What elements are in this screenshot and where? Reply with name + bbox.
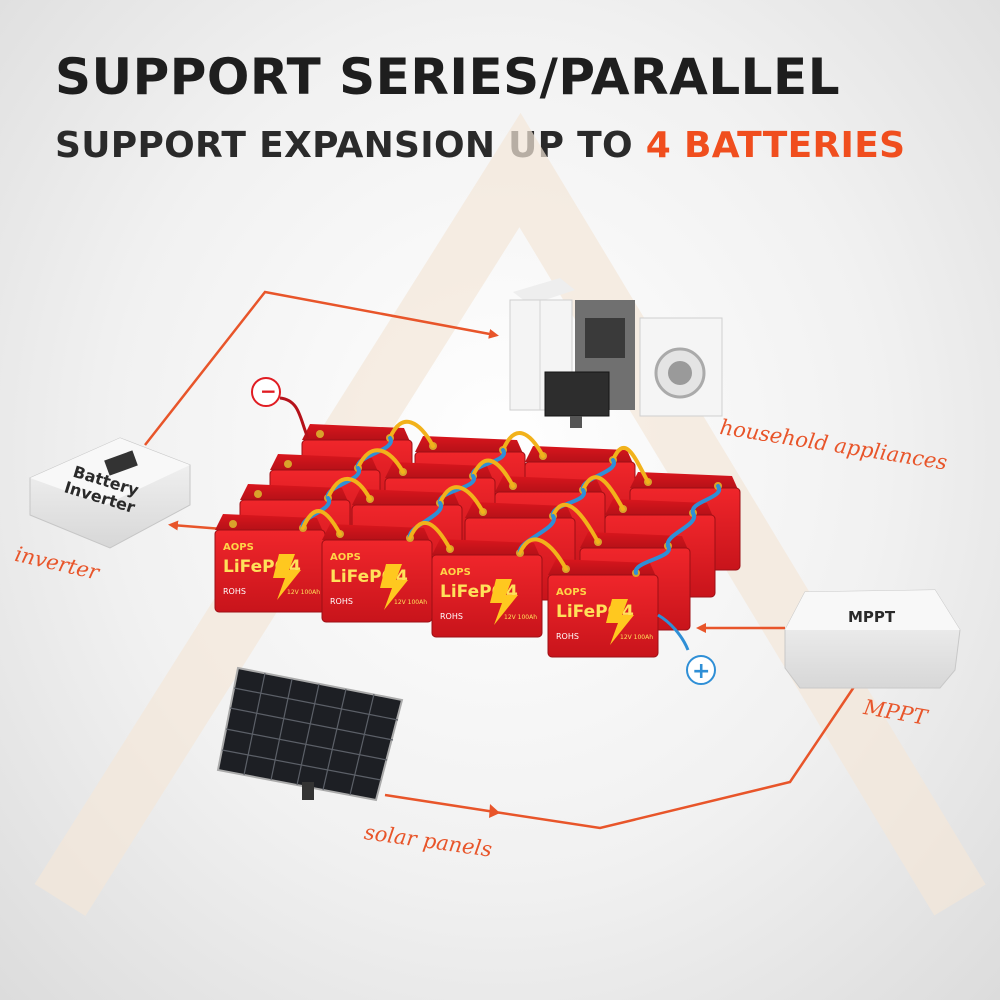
flow-solar-to-mppt	[384, 793, 496, 814]
battery-cert: ROHS	[330, 597, 353, 606]
battery-body	[431, 554, 543, 638]
series-wire	[611, 445, 650, 484]
page-title: SUPPORT SERIES/PARALLEL	[55, 48, 841, 106]
battery-brand: AOPS	[556, 587, 587, 598]
battery-rating: 12V 100Ah	[287, 589, 320, 596]
battery-cert: ROHS	[223, 587, 246, 596]
lightning-icon	[490, 579, 518, 625]
series-wire	[501, 431, 545, 458]
series-wire	[581, 475, 625, 511]
battery-inverter-icon: Battery Inverter	[29, 437, 191, 549]
battery-brand: AOPS	[440, 567, 471, 578]
battery-terminal	[284, 460, 292, 468]
parallel-wire	[690, 484, 722, 515]
subtitle-highlight: 4 BATTERIES	[645, 125, 906, 166]
lightning-icon	[380, 564, 408, 610]
series-wire	[438, 485, 485, 514]
battery-brand: AOPS	[223, 542, 254, 553]
battery-terminal	[316, 430, 324, 438]
negative-terminal-symbol: −	[260, 379, 277, 403]
battery-rating: 12V 100Ah	[504, 614, 537, 621]
series-wire	[301, 509, 342, 536]
mppt-icon: MPPT	[784, 589, 961, 689]
flow-inverter-to-appliances	[144, 290, 499, 446]
series-wire	[388, 419, 435, 448]
flow-solar-arrowhead	[489, 804, 500, 818]
series-wire	[471, 458, 515, 488]
battery-rating: 12V 100Ah	[620, 634, 653, 641]
lightning-icon	[273, 554, 301, 600]
battery-cert: ROHS	[440, 612, 463, 621]
battery-rating: 12V 100Ah	[394, 599, 427, 606]
solar-panel-icon	[216, 666, 404, 802]
series-wire	[518, 537, 568, 571]
parallel-wire	[665, 511, 697, 548]
positive-terminal-icon: +	[657, 613, 716, 685]
series-wire	[551, 502, 600, 544]
battery-wires	[300, 419, 722, 575]
mppt-box-label: MPPT	[848, 608, 896, 626]
household-appliances-icon	[509, 278, 723, 428]
lightning-icon	[606, 599, 634, 645]
battery-terminal	[254, 490, 262, 498]
negative-terminal-icon: −	[251, 377, 310, 439]
battery-cert: ROHS	[556, 632, 579, 641]
positive-terminal-symbol: +	[692, 659, 710, 684]
battery-terminal	[229, 520, 237, 528]
series-wire	[326, 477, 372, 501]
series-wire	[356, 448, 405, 474]
parallel-wire	[633, 544, 671, 575]
flow-solar-to-mppt-2	[494, 674, 863, 830]
series-wire	[408, 521, 452, 551]
battery-brand: AOPS	[330, 552, 361, 563]
